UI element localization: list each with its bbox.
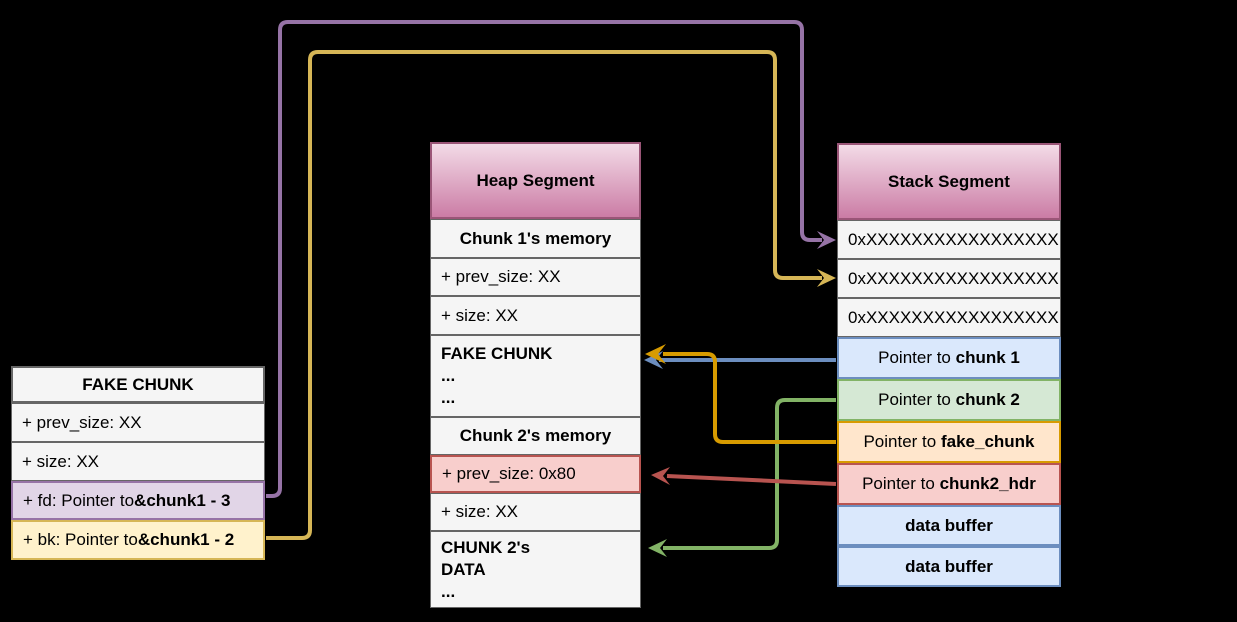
fake-chunk-title: FAKE CHUNK bbox=[11, 366, 265, 403]
fake-chunk-prev-size-row: + prev_size: XX bbox=[11, 403, 265, 442]
stack-segment-table: Stack Segment 0xXXXXXXXXXXXXXXXXX 0xXXXX… bbox=[837, 143, 1061, 587]
row-line: CHUNK 2's bbox=[441, 537, 531, 557]
row-text: + bk: Pointer to bbox=[23, 530, 138, 549]
row-text-bold: fake_chunk bbox=[940, 432, 1035, 451]
fake-chunk-pointer-arrow bbox=[645, 344, 836, 444]
row-text: Pointer to bbox=[863, 432, 941, 451]
row-text: + fd: Pointer to bbox=[23, 490, 135, 510]
stack-pointer-to-chunk1-row: Pointer to chunk 1 bbox=[837, 337, 1061, 379]
row-text-bold: data buffer bbox=[905, 556, 993, 576]
row-text: + prev_size: 0x80 bbox=[442, 464, 576, 483]
fake-chunk-size-row: + size: XX bbox=[11, 442, 265, 481]
row-text: 0xXXXXXXXXXXXXXXXXX bbox=[848, 307, 1059, 327]
heap-segment-table: Heap Segment Chunk 1's memory + prev_siz… bbox=[430, 142, 641, 608]
row-text: + prev_size: XX bbox=[441, 267, 561, 286]
chunk1-pointer-arrow bbox=[644, 351, 836, 369]
heap-chunk2-prev-size-row: + prev_size: 0x80 bbox=[430, 455, 641, 493]
row-text: Pointer to bbox=[878, 348, 956, 367]
row-text-bold: &chunk1 - 3 bbox=[134, 490, 231, 510]
stack-pointer-to-chunk2-row: Pointer to chunk 2 bbox=[837, 379, 1061, 421]
stack-pointer-to-chunk2-hdr-row: Pointer to chunk2_hdr bbox=[837, 463, 1061, 505]
row-text: 0xXXXXXXXXXXXXXXXXX bbox=[848, 268, 1059, 288]
row-text-bold: &chunk1 - 2 bbox=[137, 530, 235, 549]
stack-address-row: 0xXXXXXXXXXXXXXXXXX bbox=[837, 220, 1061, 259]
row-text-bold: chunk 1 bbox=[955, 348, 1020, 367]
stack-address-row: 0xXXXXXXXXXXXXXXXXX bbox=[837, 298, 1061, 337]
row-text-bold: chunk 2 bbox=[955, 390, 1020, 409]
stack-segment-title: Stack Segment bbox=[837, 143, 1061, 220]
row-text-bold: chunk2_hdr bbox=[939, 474, 1036, 493]
chunk2-pointer-arrow bbox=[648, 398, 836, 557]
row-line: FAKE CHUNK bbox=[441, 344, 553, 363]
heap-segment-title: Heap Segment bbox=[430, 142, 641, 219]
stack-data-buffer-row: data buffer bbox=[837, 546, 1061, 587]
row-text: + prev_size: XX bbox=[22, 412, 142, 432]
heap-chunk2-data-row: CHUNK 2's DATA ... bbox=[430, 531, 641, 608]
row-line: ... bbox=[441, 581, 456, 601]
heap-chunk1-prev-size-row: + prev_size: XX bbox=[430, 258, 641, 296]
row-line: DATA bbox=[441, 559, 486, 579]
row-text-bold: data buffer bbox=[905, 515, 993, 535]
fake-chunk-table: FAKE CHUNK + prev_size: XX + size: XX + … bbox=[11, 366, 265, 560]
heap-chunk1-memory-row: Chunk 1's memory bbox=[430, 219, 641, 258]
fake-chunk-fd-row: + fd: Pointer to &chunk1 - 3 bbox=[11, 481, 265, 520]
stack-address-row: 0xXXXXXXXXXXXXXXXXX bbox=[837, 259, 1061, 298]
row-text: Pointer to bbox=[862, 474, 940, 493]
stack-data-buffer-row: data buffer bbox=[837, 505, 1061, 546]
stack-pointer-to-fake-chunk-row: Pointer to fake_chunk bbox=[837, 421, 1061, 463]
row-line: ... bbox=[441, 388, 456, 407]
fake-chunk-bk-row: + bk: Pointer to &chunk1 - 2 bbox=[11, 520, 265, 560]
heap-chunk2-size-row: + size: XX bbox=[430, 493, 641, 531]
heap-chunk2-memory-row: Chunk 2's memory bbox=[430, 417, 641, 455]
row-text: Chunk 2's memory bbox=[459, 426, 612, 445]
row-line: ... bbox=[441, 366, 456, 385]
row-text: + size: XX bbox=[441, 305, 519, 325]
row-text: + size: XX bbox=[441, 502, 519, 521]
heap-fake-chunk-row: FAKE CHUNK ... ... bbox=[430, 335, 641, 417]
row-text: Pointer to bbox=[878, 390, 956, 409]
row-text: 0xXXXXXXXXXXXXXXXXX bbox=[848, 229, 1059, 249]
heap-chunk1-size-row: + size: XX bbox=[430, 296, 641, 335]
row-text: + size: XX bbox=[22, 451, 100, 471]
chunk2-hdr-pointer-arrow bbox=[651, 467, 837, 486]
row-text: Chunk 1's memory bbox=[459, 228, 612, 248]
